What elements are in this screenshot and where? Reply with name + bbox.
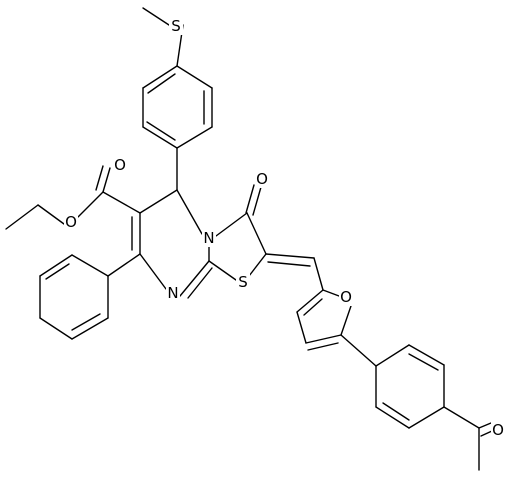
bond-furan-aryl [340,334,377,367]
bond-furan-c3-c2-inner [303,298,323,316]
bond-s-c8a [208,260,237,281]
bond-ring1-c [176,126,213,149]
bond-c6-ester-c [102,191,141,214]
svg-text:O: O [256,170,268,188]
atom-o-ester: O [64,213,78,231]
svg-text:N: N [167,284,178,302]
bond-ring1-f-inner [147,73,176,94]
bond-furan-c3-c2 [296,289,324,313]
bond-ph-b-inner [45,263,70,280]
atom-s-thiazole: S [236,273,250,291]
bond-ring2-b-inner [408,353,439,371]
atom-o-ester-carbonyl: O [113,156,127,174]
bond-furan-c4-c3 [296,311,307,344]
bond-furan-c2-o [322,289,340,297]
atom-o-furan: O [339,288,353,306]
bond-ester-co-1 [102,167,111,193]
bond-ester-o [77,191,104,218]
atom-n-ring: N [202,229,216,247]
bond-ph-b [39,254,73,277]
bond-n-c8a-2 [187,267,213,299]
bond-acetyl-o-2 [480,430,493,437]
bond-ring1-d [142,126,178,149]
bond-c7-ph [107,253,141,277]
svg-text:O: O [492,421,504,439]
bond-methyl-s [142,7,170,26]
bond-ester-co-2 [95,165,104,191]
svg-text:S: S [238,273,248,291]
bond-furan-c5-c4 [305,334,342,344]
svg-text:O: O [65,213,77,231]
svg-text:O: O [114,156,126,174]
bond-c3-c2 [246,212,267,255]
bond-c3-o-1 [245,184,255,214]
svg-text:N: N [203,229,214,247]
svg-text:S: S [171,17,181,35]
bond-ph-e-inner [71,313,101,331]
bond-ph-e [71,317,109,340]
bond-acetyl-o-1 [478,422,492,429]
bond-ch-furan [313,257,324,291]
bond-nring-c3 [215,212,248,237]
bond-o-ch2 [37,204,65,225]
atom-s-methyl: S [169,17,183,35]
bond-c5-c6 [139,189,178,214]
bond-ring2-e [375,406,410,429]
bond-ring1-d-inner [146,121,176,141]
svg-text:O: O [340,288,352,306]
bond-ph-d [39,317,73,340]
bond-c2-ch-2 [267,261,311,267]
bond-c3-o-2 [252,186,262,216]
bond-n-c8a-1 [179,260,210,297]
atom-o-ring-ketone: O [255,170,269,188]
bond-furan-o-c5 [340,302,353,336]
bond-c2-ch-1 [265,253,315,259]
bond-ring2-d [408,406,445,429]
bond-ch2-ch3 [5,204,39,230]
bond-nring-c5 [176,189,203,235]
bond-furan-c5-c4-inner [307,342,339,351]
bond-ring2-acetyl [443,406,480,429]
atom-o-acetyl: O [491,421,505,439]
bond-ring2-b [408,344,445,366]
bond-c7-n [139,253,167,290]
bonds [5,7,493,471]
atom-n-imine: N [166,284,180,302]
bond-ph-a [71,254,109,277]
bond-ring1-f [142,65,178,89]
bond-ring1-a [176,65,213,89]
bond-ring2-e-inner [382,402,410,421]
bond-ring2-a [375,344,410,367]
bond-c2-s [248,253,267,277]
